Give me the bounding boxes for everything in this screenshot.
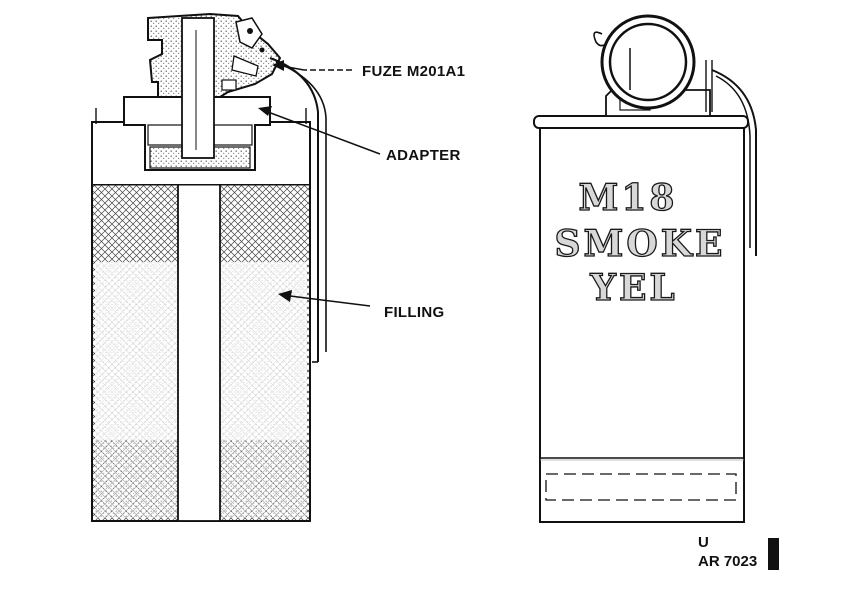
label-adapter: ADAPTER bbox=[386, 147, 461, 164]
label-filling: FILLING bbox=[384, 304, 444, 321]
figure-code-line-2: AR 7023 bbox=[698, 553, 757, 570]
figure-code: U AR 7023 bbox=[698, 534, 779, 570]
figure-code-line-1: U bbox=[698, 534, 709, 551]
marking-line-1: M18 bbox=[579, 177, 678, 219]
canister-body bbox=[533, 115, 749, 523]
pull-ring bbox=[593, 14, 696, 110]
sectional-view: FUZE M201A1 ADAPTER FILLING bbox=[91, 12, 465, 522]
figure-code-bar bbox=[768, 538, 779, 570]
leader-lines bbox=[258, 60, 381, 307]
marking-line-3: YEL bbox=[589, 267, 677, 309]
exterior-lever bbox=[711, 69, 757, 400]
fuze-section bbox=[147, 12, 282, 159]
marking-line-2: SMOKE bbox=[555, 223, 726, 265]
exterior-view: M18 SMOKE YEL U AR 7023 bbox=[533, 14, 779, 570]
canister-markings: M18 SMOKE YEL bbox=[554, 176, 726, 309]
filling-section bbox=[91, 182, 311, 522]
label-fuze: FUZE M201A1 bbox=[362, 63, 465, 80]
